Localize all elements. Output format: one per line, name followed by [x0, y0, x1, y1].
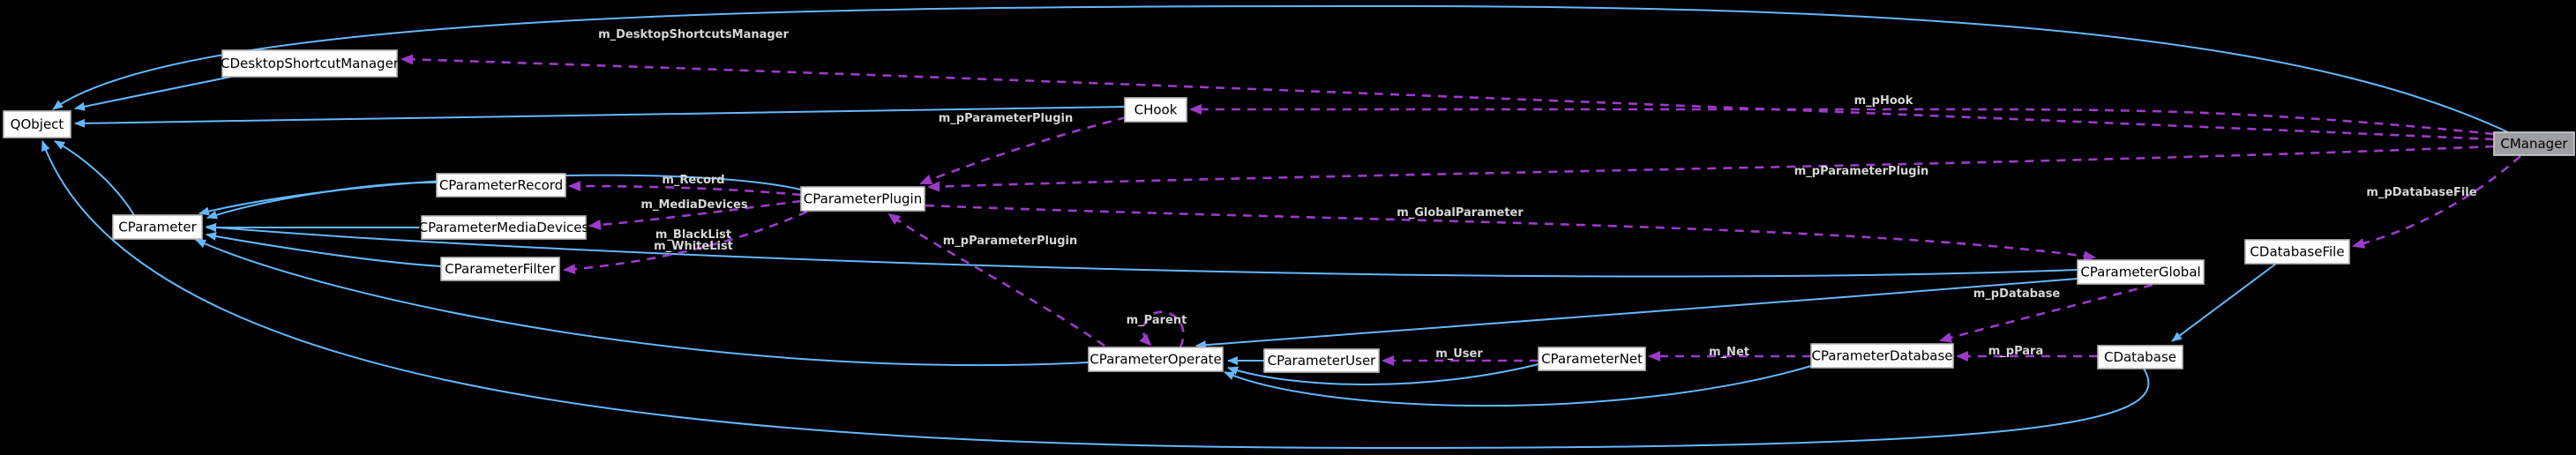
inheritance-edge-CHook-inherits-QObject — [74, 106, 1126, 128]
class-node-label-CParameterMediaDevices: CParameterMediaDevices — [419, 220, 589, 235]
class-node-label-CParameterDatabase: CParameterDatabase — [1811, 348, 1952, 364]
class-node-box-CParameterMediaDevices[interactable] — [421, 215, 587, 240]
edge-label-CManager-uses-CParameterPlugin: m_pParameterPlugin — [1794, 165, 1929, 178]
class-node-box-CParameterOperate[interactable] — [1088, 347, 1224, 372]
inheritance-edge-CDesktopShortcutManager-inherits-QObject — [74, 76, 232, 111]
class-node-box-CParameterUser[interactable] — [1263, 348, 1380, 373]
inheritance-edge-CDatabaseFile-inherits-CDatabase — [2171, 263, 2277, 342]
class-node-CManager[interactable]: CManager — [2493, 131, 2575, 156]
inheritance-edge-CParameterDatabase-inherits-CParameterOperate — [1224, 365, 1812, 407]
edge-label-CParameterPlugin-uses-CParameterRecord: m_Record — [662, 174, 724, 187]
class-node-CParameterDatabase[interactable]: CParameterDatabase — [1810, 343, 1954, 369]
usage-edge-CParameterOperate-uses-CParameterPlugin — [887, 213, 1105, 347]
inheritance-edge-CManager-inherits-QObject — [52, 4, 2509, 133]
edge-label-CParameterPlugin-uses-CParameterGlobal: m_GlobalParameter — [1397, 206, 1524, 220]
class-node-CDesktopShortcutManager[interactable]: CDesktopShortcutManager — [221, 49, 400, 78]
class-node-label-CDesktopShortcutManager: CDesktopShortcutManager — [221, 56, 400, 71]
class-node-label-CParameterRecord: CParameterRecord — [439, 177, 563, 193]
edge-label-CParameterPlugin-uses-CParameterMediaDevices: m_MediaDevices — [640, 198, 747, 212]
class-node-box-CParameterDatabase[interactable] — [1810, 343, 1954, 369]
class-node-box-CParameterRecord[interactable] — [436, 173, 566, 198]
usage-edge-CManager-uses-CHook — [1189, 104, 2495, 136]
inheritance-edge-CParameterFilter-inherits-CParameter — [206, 232, 442, 267]
class-node-QObject[interactable]: QObject — [3, 110, 71, 138]
class-node-CDatabase[interactable]: CDatabase — [2097, 345, 2183, 369]
inheritance-edge-CParameter-inherits-QObject — [54, 140, 135, 216]
class-node-CDatabaseFile[interactable]: CDatabaseFile — [2244, 239, 2350, 265]
edge-label-CDatabase-uses-CParameterDatabase: m_pPara — [1988, 345, 2044, 358]
class-node-box-CDatabaseFile[interactable] — [2244, 239, 2350, 265]
class-node-CParameterOperate[interactable]: CParameterOperate — [1088, 347, 1224, 372]
class-node-box-CHook[interactable] — [1124, 97, 1187, 123]
class-node-label-CParameter: CParameter — [118, 220, 197, 235]
class-node-box-CDatabase[interactable] — [2097, 345, 2183, 369]
class-node-CParameterPlugin[interactable]: CParameterPlugin — [800, 186, 925, 212]
edge-label-CManager-uses-CHook: m_pHook — [1854, 94, 1913, 108]
class-node-box-CParameter[interactable] — [112, 214, 203, 240]
class-node-label-CHook: CHook — [1134, 102, 1178, 118]
edge-label-CParameterOperate-uses-CParameterOperate: m_Parent — [1127, 314, 1187, 327]
class-node-label-CManager: CManager — [2500, 136, 2568, 152]
class-node-label-CDatabaseFile: CDatabaseFile — [2250, 244, 2344, 260]
class-node-CHook[interactable]: CHook — [1124, 97, 1187, 123]
class-node-label-CParameterNet: CParameterNet — [1541, 351, 1643, 367]
edge-label-CParameterDatabase-uses-CParameterNet: m_Net — [1709, 346, 1749, 359]
class-node-box-CDesktopShortcutManager[interactable] — [221, 49, 398, 78]
class-node-box-CParameterGlobal[interactable] — [2077, 259, 2205, 285]
class-node-CParameterUser[interactable]: CParameterUser — [1263, 348, 1380, 373]
usage-edge-CManager-uses-CDatabaseFile — [2352, 155, 2521, 249]
inheritance-edge-CParameterGlobal-inherits-CParameterOperate — [1195, 278, 2078, 350]
class-node-label-CParameterPlugin: CParameterPlugin — [804, 191, 922, 207]
edge-label-CManager-uses-CDesktopShortcutManager: m_DesktopShortcutsManager — [598, 28, 789, 41]
usage-edge-CParameterPlugin-uses-CParameterRecord — [568, 181, 802, 197]
usage-edge-CParameterGlobal-uses-CParameterDatabase — [1939, 283, 2153, 343]
edges-layer — [41, 4, 2521, 450]
usage-edge-CParameterOperate-uses-CParameterOperate — [1139, 310, 1185, 348]
nodes-layer: QObject CDesktopShortcutManagerCHookCMana… — [3, 49, 2575, 373]
class-node-box-CParameterPlugin[interactable] — [800, 186, 925, 212]
class-node-box-QObject[interactable] — [3, 110, 71, 138]
inheritance-edge-CDatabase-inherits-QObject — [41, 140, 2150, 450]
inheritance-edge-CParameterRecord-inherits-CParameter — [206, 181, 438, 220]
class-node-label-CDatabase: CDatabase — [2104, 349, 2176, 365]
edge-label-CHook-uses-CParameterPlugin: m_pParameterPlugin — [939, 112, 1074, 125]
edge-labels-layer: m_DesktopShortcutsManagerm_pHookm_pParam… — [598, 28, 2477, 361]
class-node-label-CParameterGlobal: CParameterGlobal — [2080, 265, 2200, 280]
class-node-label-CParameterUser: CParameterUser — [1268, 353, 1377, 369]
edge-label-CParameterNet-uses-CParameterUser: m_User — [1435, 347, 1483, 361]
usage-edge-CParameterPlugin-uses-CParameterFilter — [563, 210, 808, 275]
edge-label-CParameterOperate-uses-CParameterPlugin: m_pParameterPlugin — [943, 235, 1078, 248]
class-node-label-CParameterOperate: CParameterOperate — [1090, 352, 1222, 368]
class-node-label-QObject: QObject — [11, 116, 64, 132]
class-node-CParameter[interactable]: CParameter — [112, 214, 203, 240]
class-node-CParameterMediaDevices[interactable]: CParameterMediaDevices — [419, 215, 589, 240]
usage-edge-CParameterPlugin-uses-CParameterGlobal — [925, 204, 2096, 262]
inheritance-edge-CParameterOperate-inherits-CParameter — [195, 239, 1090, 367]
class-node-CParameterFilter[interactable]: CParameterFilter — [440, 257, 560, 281]
class-node-box-CParameterNet[interactable] — [1538, 347, 1646, 371]
edge-label-CManager-uses-CDatabaseFile: m_pDatabaseFile — [2366, 186, 2476, 199]
class-node-box-CParameterFilter[interactable] — [440, 257, 560, 281]
usage-edge-CHook-uses-CParameterPlugin — [919, 116, 1127, 185]
class-node-CParameterRecord[interactable]: CParameterRecord — [436, 173, 566, 198]
inheritance-edge-CParameterGlobal-inherits-CParameter — [206, 222, 2078, 278]
usage-edge-CManager-uses-CDesktopShortcutManager — [401, 54, 2495, 141]
edge-label-CParameterGlobal-uses-CParameterDatabase: m_pDatabase — [1973, 287, 2061, 301]
class-node-box-CManager[interactable] — [2493, 131, 2575, 156]
class-node-CParameterGlobal[interactable]: CParameterGlobal — [2077, 259, 2205, 285]
class-node-CParameterNet[interactable]: CParameterNet — [1538, 347, 1646, 371]
inheritance-edge-CParameterNet-inherits-CParameterOperate — [1227, 363, 1539, 385]
class-node-label-CParameterFilter: CParameterFilter — [445, 261, 556, 277]
usage-edge-CManager-uses-CParameterPlugin — [927, 145, 2495, 192]
